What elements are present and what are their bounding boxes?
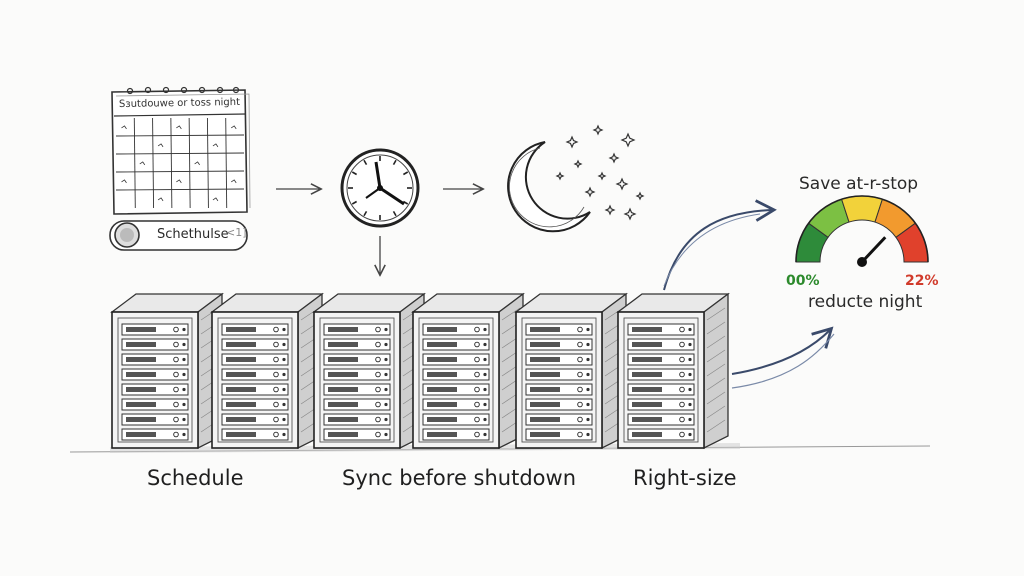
toggle-suffix: <1] [226, 226, 247, 239]
curved-arrow-icon [663, 199, 777, 291]
gauge-title: Save at-r-stop [799, 174, 919, 194]
calendar-title: Sзutdouwe or toss night [118, 96, 241, 111]
server-rack-icon [411, 292, 525, 450]
toggle-label: Schethulse [157, 227, 229, 242]
clock-icon [340, 148, 420, 228]
caption-rightsize: Right-size [633, 466, 737, 490]
stars-icon [555, 124, 645, 221]
toggle-switch-icon [109, 220, 248, 251]
server-rack-icon [616, 292, 730, 450]
crescent-moon-icon [507, 141, 591, 233]
caption-schedule: Schedule [147, 466, 244, 490]
gauge-subtitle: reducte night [808, 292, 923, 312]
gauge-right-label: 22% [905, 273, 939, 289]
server-rack-icon [514, 292, 628, 450]
gauge-icon [795, 195, 929, 267]
server-rack-icon [210, 292, 324, 450]
calendar-icon [111, 86, 251, 215]
server-rack-icon [110, 292, 224, 450]
server-rack-icon [312, 292, 426, 450]
gauge-left-label: 00% [786, 273, 820, 289]
curved-arrow-icon [731, 326, 834, 375]
caption-sync: Sync before shutdown [342, 466, 577, 490]
